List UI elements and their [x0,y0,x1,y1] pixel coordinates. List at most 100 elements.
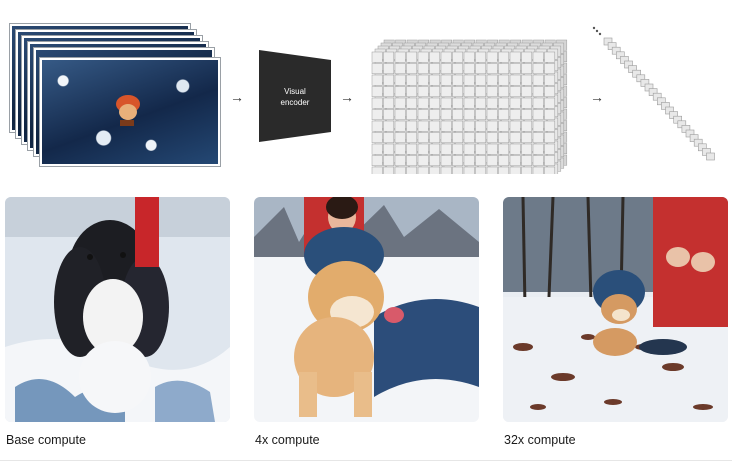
token-cube [406,86,418,98]
token-cube [498,143,510,155]
token-cube [509,86,521,98]
token-cube [417,97,429,109]
arrow-to-encoder: → [230,89,244,105]
visual-encoder-label: Visual encoder [280,87,310,107]
token-cube [371,166,383,174]
token-cube [498,132,510,144]
token-cube [371,120,383,132]
token-cube [440,109,452,121]
token-cube [486,74,498,86]
token-cube [544,120,556,132]
token-cube [475,132,487,144]
token-cube [440,63,452,75]
token-cube [383,86,395,98]
token-cube [521,120,533,132]
token-cube [521,97,533,109]
ellipsis-dot [592,26,596,30]
token-cube [440,166,452,174]
token-cube [544,74,556,86]
arrow-to-tokens: → [340,89,354,105]
token-cube [452,97,464,109]
token-cube [394,51,406,63]
arrow-to-sequence: → [590,89,604,105]
token-cube [521,143,533,155]
token-cube [429,132,441,144]
token-cube [521,51,533,63]
token-cube [532,51,544,63]
token-cube [417,155,429,167]
token-cube [532,63,544,75]
token-cube [463,120,475,132]
token-cube [440,74,452,86]
token-cube [452,86,464,98]
token-cube [417,166,429,174]
token-cube [509,120,521,132]
token-cube [521,63,533,75]
token-cube [417,51,429,63]
token-cube [417,120,429,132]
token-cube [394,74,406,86]
token-cube [521,74,533,86]
token-cube [452,132,464,144]
token-cube [406,166,418,174]
token-cube [406,97,418,109]
token-cube [544,132,556,144]
token-cube [544,109,556,121]
sequence-token [706,152,715,161]
token-cube [463,51,475,63]
token-cube [429,51,441,63]
token-cube [532,109,544,121]
token-cube [429,155,441,167]
token-cube [509,51,521,63]
token-cube [498,63,510,75]
token-cube [486,132,498,144]
token-cube [417,74,429,86]
token-cube [475,74,487,86]
token-cube [463,155,475,167]
token-cube [509,97,521,109]
sample-image-base-compute [5,197,230,422]
token-cube [463,74,475,86]
token-cube [532,86,544,98]
token-cube [394,63,406,75]
caption-32x-compute: 32x compute [504,433,576,447]
token-cube [394,132,406,144]
ellipsis-dot [598,32,602,36]
token-cube [475,143,487,155]
token-cube [475,155,487,167]
token-cube [452,143,464,155]
token-cube [463,109,475,121]
token-cube [371,86,383,98]
token-cube [475,97,487,109]
token-cube [406,155,418,167]
token-cube [509,143,521,155]
token-cube [486,143,498,155]
token-cube [498,51,510,63]
sample-image-32x-compute [503,197,728,422]
token-cube [429,109,441,121]
token-cube [406,51,418,63]
token-cube [371,51,383,63]
token-cube [406,109,418,121]
token-cube [498,109,510,121]
token-cube [475,166,487,174]
token-cube [544,97,556,109]
token-cube [452,166,464,174]
caption-base-compute: Base compute [6,433,86,447]
token-cube [371,143,383,155]
token-cube [383,63,395,75]
token-cube [417,86,429,98]
token-cube [532,97,544,109]
token-cube [440,143,452,155]
token-cube [452,51,464,63]
token-cube [498,74,510,86]
token-cube [406,143,418,155]
token-cube [463,132,475,144]
token-cube [440,120,452,132]
token-cube [521,109,533,121]
token-cube [429,86,441,98]
token-cube [383,74,395,86]
token-cube [406,132,418,144]
token-cube [498,86,510,98]
token-cube [394,86,406,98]
